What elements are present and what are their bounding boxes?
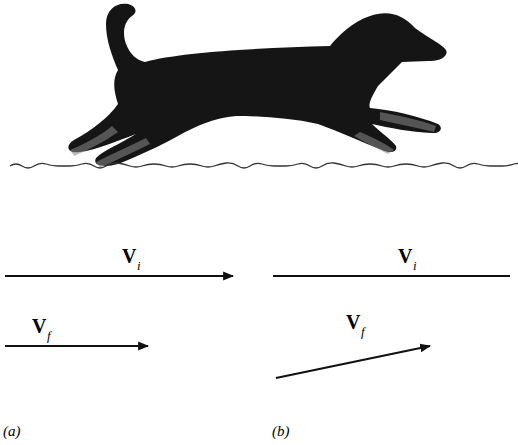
initial-velocity-arrow [5, 275, 233, 277]
vector-symbol: V [122, 246, 136, 266]
vector-subscript: i [413, 259, 417, 272]
vector-subscript: i [137, 259, 141, 272]
vector-subscript: f [361, 325, 365, 338]
vector-subscript: f [47, 329, 51, 342]
final-velocity-arrow [5, 345, 148, 347]
vector-symbol: V [32, 316, 46, 336]
fur-shading [70, 112, 436, 168]
initial-velocity-line [273, 275, 510, 277]
vector-symbol: V [398, 246, 412, 266]
vector-symbol: V [346, 312, 360, 332]
dog-silhouette [68, 4, 446, 166]
part-label: (b) [272, 424, 290, 439]
final-velocity-arrow [276, 346, 430, 378]
ground-line [10, 163, 518, 168]
part-label: (a) [3, 424, 21, 439]
